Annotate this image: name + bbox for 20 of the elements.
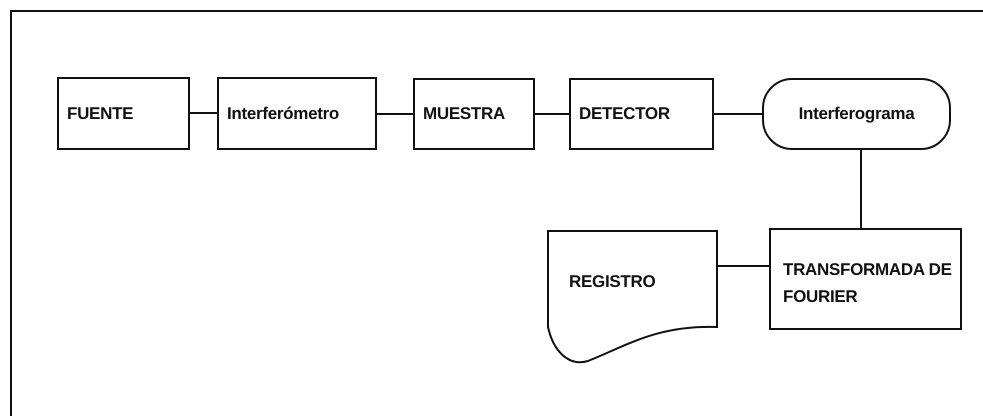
connector-line <box>535 113 569 115</box>
connector-line <box>377 113 413 115</box>
process-box <box>769 228 962 330</box>
connector-line <box>714 113 762 115</box>
process-box <box>57 77 190 150</box>
node-label: TRANSFORMADA DE FOURIER <box>783 259 952 308</box>
node-label: MUESTRA <box>423 103 505 126</box>
terminal-shape <box>762 78 951 150</box>
node-label: FUENTE <box>67 102 134 125</box>
connector-line <box>190 112 217 114</box>
node-label: DETECTOR <box>579 103 670 126</box>
node-label: REGISTRO <box>569 271 656 293</box>
connector-line <box>718 265 769 267</box>
process-box <box>413 78 535 150</box>
node-label: Interferograma <box>798 103 914 126</box>
document-shape <box>547 230 718 365</box>
node-label: Interferómetro <box>227 102 339 125</box>
process-box <box>569 78 714 150</box>
process-box <box>217 77 377 150</box>
connector-line <box>860 150 862 228</box>
